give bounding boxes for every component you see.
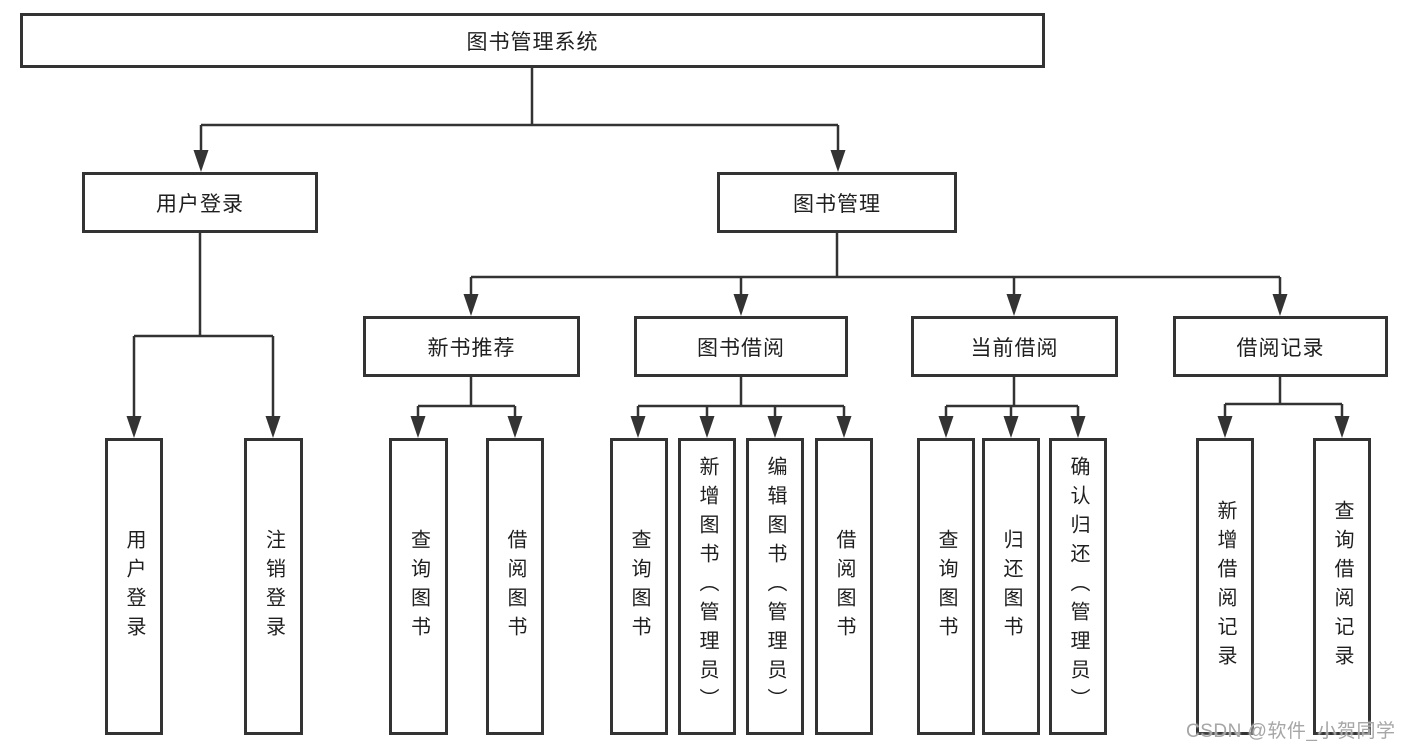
leaf-query-borrow-record: 查询借阅记录 xyxy=(1313,438,1371,735)
leaf-query-books-recommend: 查询图书 xyxy=(389,438,448,735)
node-book-borrow: 图书借阅 xyxy=(634,316,848,377)
node-book-management-label: 图书管理 xyxy=(793,192,881,216)
node-current-borrow-label: 当前借阅 xyxy=(970,336,1059,360)
leaf-borrow-books: 借阅图书 xyxy=(815,438,873,735)
leaf-query-books-borrow-label: 查询图书 xyxy=(628,528,650,645)
node-root: 图书管理系统 xyxy=(20,13,1045,68)
leaf-confirm-return-admin-label: 确认归还（管理员） xyxy=(1067,456,1089,717)
leaf-edit-books-admin-label: 编辑图书（管理员） xyxy=(764,456,786,717)
node-book-borrow-label: 图书借阅 xyxy=(697,336,785,360)
node-book-management: 图书管理 xyxy=(717,172,957,233)
leaf-return-books-label: 归还图书 xyxy=(1000,528,1022,645)
node-user-login: 用户登录 xyxy=(82,172,318,233)
leaf-confirm-return-admin: 确认归还（管理员） xyxy=(1049,438,1107,735)
leaf-add-books-admin-label: 新增图书（管理员） xyxy=(696,456,718,717)
node-current-borrow: 当前借阅 xyxy=(911,316,1118,377)
leaf-logout-label: 注销登录 xyxy=(262,528,285,645)
leaf-add-borrow-record: 新增借阅记录 xyxy=(1196,438,1254,735)
leaf-borrow-books-recommend-label: 借阅图书 xyxy=(504,528,526,645)
leaf-query-books-recommend-label: 查询图书 xyxy=(407,528,430,645)
leaf-query-books-current-label: 查询图书 xyxy=(935,528,957,645)
leaf-query-books-current: 查询图书 xyxy=(917,438,975,735)
leaf-borrow-books-recommend: 借阅图书 xyxy=(486,438,544,735)
leaf-logout: 注销登录 xyxy=(244,438,303,735)
node-root-label: 图书管理系统 xyxy=(466,30,599,54)
leaf-add-books-admin: 新增图书（管理员） xyxy=(678,438,736,735)
leaf-user-login-label: 用户登录 xyxy=(123,528,145,645)
node-user-login-label: 用户登录 xyxy=(156,192,244,216)
leaf-query-borrow-record-label: 查询借阅记录 xyxy=(1331,499,1353,674)
leaf-edit-books-admin: 编辑图书（管理员） xyxy=(746,438,804,735)
leaf-borrow-books-label: 借阅图书 xyxy=(833,528,855,645)
node-new-book-recommend: 新书推荐 xyxy=(363,316,580,377)
leaf-add-borrow-record-label: 新增借阅记录 xyxy=(1214,499,1236,674)
csdn-watermark: CSDN @软件_小贺同学 xyxy=(1186,721,1396,742)
node-borrow-records: 借阅记录 xyxy=(1173,316,1388,377)
leaf-return-books: 归还图书 xyxy=(982,438,1040,735)
node-new-book-recommend-label: 新书推荐 xyxy=(427,336,516,360)
node-borrow-records-label: 借阅记录 xyxy=(1236,336,1325,360)
leaf-query-books-borrow: 查询图书 xyxy=(610,438,668,735)
leaf-user-login: 用户登录 xyxy=(105,438,163,735)
